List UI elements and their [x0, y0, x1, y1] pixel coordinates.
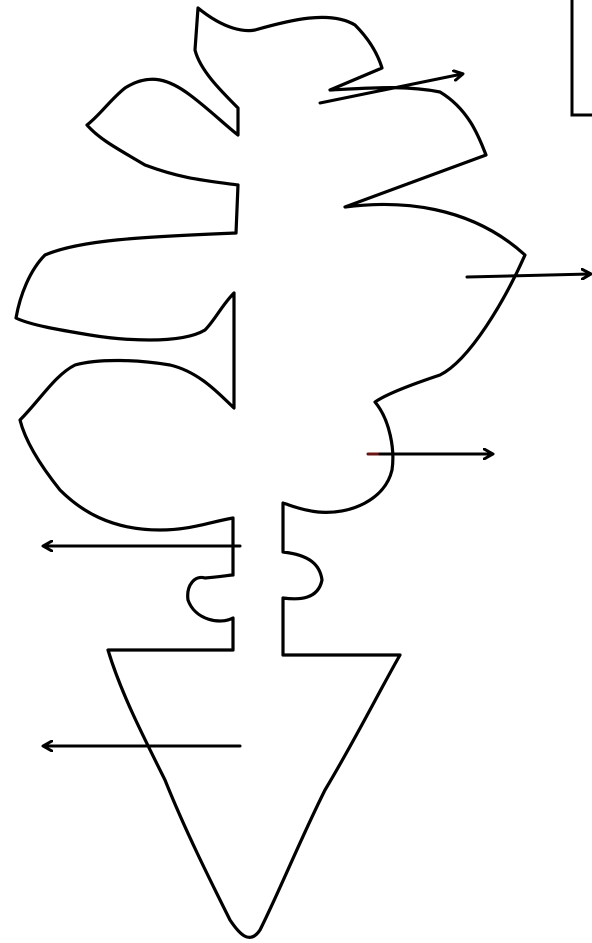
- label-box: [572, 0, 592, 115]
- arrow-middle-right: [467, 274, 590, 277]
- plant-shoot-outline: [16, 8, 525, 937]
